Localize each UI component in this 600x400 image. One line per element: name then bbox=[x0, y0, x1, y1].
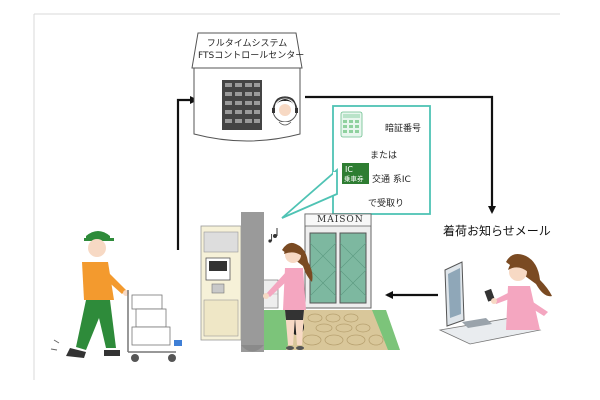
keypad-icon bbox=[340, 111, 363, 138]
delivery-locker bbox=[200, 225, 279, 341]
flow-arrows bbox=[176, 95, 496, 299]
grass-path bbox=[264, 310, 400, 350]
building-sign: MAISON bbox=[317, 215, 364, 225]
locker-screen bbox=[209, 261, 227, 271]
ic-label: 交通 系IC bbox=[372, 175, 411, 185]
control-center-title-line1: フルタイムシステム bbox=[206, 39, 288, 49]
control-center-title-line2: FTSコントロールセンター bbox=[198, 51, 305, 61]
smartphone-icon bbox=[484, 288, 495, 302]
pin-label: 暗証番号 bbox=[385, 124, 422, 134]
ic-card-top-text: IC bbox=[345, 165, 353, 174]
music-note-icon bbox=[268, 228, 278, 243]
pillar bbox=[241, 212, 264, 352]
recipient-with-smartphone bbox=[438, 254, 552, 345]
ic-card-icon: IC 乗車券 bbox=[342, 163, 369, 184]
arrow-center-to-mail bbox=[305, 95, 496, 214]
or-label: または bbox=[370, 151, 398, 161]
maison-building bbox=[304, 213, 372, 309]
arrow-deliverer-to-center bbox=[176, 96, 198, 250]
hand-truck bbox=[127, 290, 182, 362]
control-center-building bbox=[191, 32, 303, 142]
receive-label: で受取り bbox=[368, 199, 405, 209]
ic-card-bottom-text: 乗車券 bbox=[344, 174, 364, 183]
notification-label: 着荷お知らせメール bbox=[443, 224, 551, 238]
delivery-worker-figure bbox=[50, 231, 129, 358]
operator-headset-icon bbox=[272, 96, 298, 126]
resident-woman-figure bbox=[263, 242, 313, 350]
pickup-callout: IC 乗車券 bbox=[281, 105, 431, 219]
